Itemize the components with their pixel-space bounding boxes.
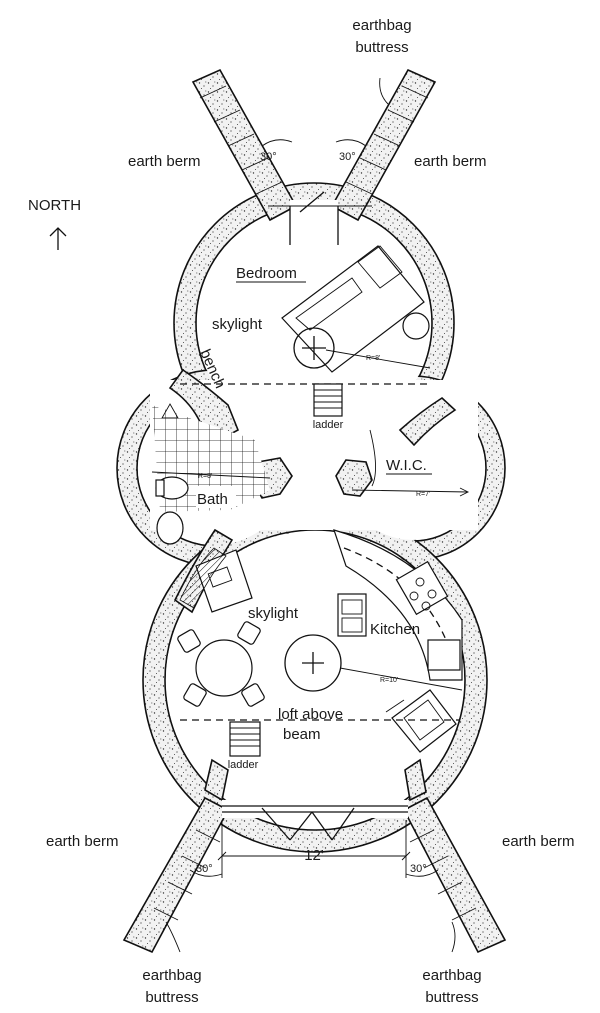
buttress-top-left: [191, 68, 298, 222]
wood-stove-icon: [385, 689, 457, 753]
angle-bottom-right: 30°: [410, 863, 427, 875]
buttress-bottom-left-label-1: earthbag: [142, 967, 201, 984]
ladder-label-top: ladder: [313, 419, 344, 431]
buttresses: [122, 68, 507, 954]
beam-label: beam: [283, 726, 321, 743]
buttress-top-label-1: earthbag: [352, 17, 411, 34]
wic-room: [351, 429, 470, 497]
buttress-bottom-right-label-1: earthbag: [422, 967, 481, 984]
radius-kitchen: R=10': [380, 677, 398, 684]
earth-berm-bottom-right: earth berm: [502, 833, 575, 850]
radius-wic: R=7': [416, 491, 430, 498]
earth-berm-bottom-left: earth berm: [46, 833, 119, 850]
radius-bath: R=8': [198, 473, 212, 480]
main-ladder-icon: [229, 721, 261, 757]
angle-top-left: 30°: [260, 151, 277, 163]
earth-berm-top-left: earth berm: [128, 153, 201, 170]
ladder-label-bottom: ladder: [228, 759, 259, 771]
kitchen-skylight: [284, 634, 342, 692]
chair-icons: [177, 621, 265, 707]
buttress-top-right: [330, 68, 437, 222]
stove-icon: [395, 560, 449, 616]
text-labels: NORTH earthbag buttress earth berm earth…: [28, 17, 575, 1006]
wic-label: W.I.C.: [386, 457, 427, 474]
dining-table: [195, 639, 253, 697]
skylight-label-kitchen: skylight: [248, 605, 299, 622]
loft-label: loft above: [278, 706, 343, 723]
angle-arcs: [165, 77, 456, 953]
kitchen-label: Kitchen: [370, 621, 420, 638]
bedroom-label: Bedroom: [236, 265, 297, 282]
bedroom-skylight: [293, 327, 335, 369]
buttress-bottom-right: [402, 796, 507, 954]
north-label: NORTH: [28, 197, 81, 214]
kitchen-area: [284, 529, 463, 753]
skylight-label-bedroom: skylight: [212, 316, 263, 333]
bedroom-furniture: [180, 245, 431, 417]
angle-bottom-left: 30°: [196, 863, 213, 875]
bath-room: [151, 403, 271, 545]
bottom-doors: [217, 800, 411, 878]
dining-area: [177, 547, 460, 757]
sink-icon: [156, 511, 184, 545]
buttress-bottom-left-label-2: buttress: [145, 989, 198, 1006]
angle-top-right: 30°: [339, 151, 356, 163]
kitchen-sink-icon: [337, 593, 367, 637]
bath-label: Bath: [197, 491, 228, 508]
north-arrow-icon: [49, 227, 67, 250]
earth-berm-top-right: earth berm: [414, 153, 487, 170]
buttress-top-label-2: buttress: [355, 39, 408, 56]
width-dimension: 12': [304, 847, 324, 864]
top-door: [268, 191, 372, 245]
bedroom-ladder-icon: [313, 383, 343, 417]
buttress-bottom-left: [122, 796, 230, 954]
radius-bedroom: R=8': [366, 355, 380, 362]
buttress-bottom-right-label-2: buttress: [425, 989, 478, 1006]
